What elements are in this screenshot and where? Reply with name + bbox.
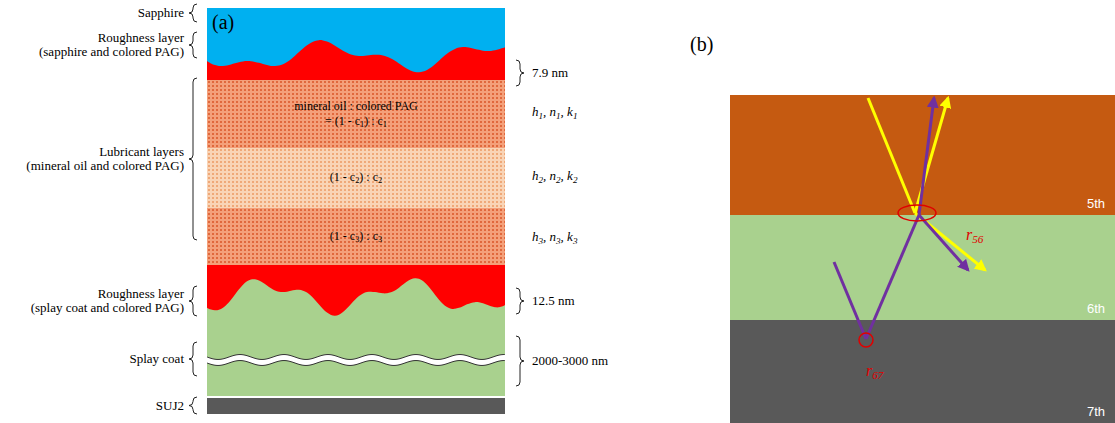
layer-name: SUJ2 xyxy=(156,399,184,413)
layer-name: Splay coat xyxy=(129,352,184,366)
layer-name: Sapphire xyxy=(138,6,184,20)
film-layer-band: 7th xyxy=(730,320,1115,423)
splay-coat-layer xyxy=(207,278,505,396)
bracket xyxy=(189,286,197,316)
light-ray xyxy=(915,213,985,270)
bracket xyxy=(189,342,197,376)
break-line xyxy=(207,361,505,366)
layer-parameters: h3, n3, k3 xyxy=(532,230,577,245)
thickness-dimension: 2000-3000 nm xyxy=(532,354,608,368)
thickness-dimension: 7.9 nm xyxy=(532,66,568,80)
mixing-ratio: mineral oil : colored PAG = (1 - c1) : c… xyxy=(294,99,418,129)
reflection-coefficient: r56 xyxy=(966,226,983,245)
panel-label: (b) xyxy=(690,33,713,55)
bracket xyxy=(516,336,524,386)
light-ray xyxy=(868,98,915,213)
reflection-point-marker xyxy=(859,333,873,347)
bracket xyxy=(516,288,524,314)
layer-name: Lubricant layers (mineral oil and colore… xyxy=(26,145,184,174)
break-line xyxy=(207,355,505,360)
panel-label: (a) xyxy=(212,11,234,33)
mixing-ratio: (1 - c2) : c2 xyxy=(330,170,382,185)
sapphire-layer xyxy=(207,8,505,72)
light-ray xyxy=(919,98,934,215)
lubricant-layer: (1 - c2) : c2 xyxy=(207,148,505,208)
break-gap xyxy=(207,355,505,366)
layer-name: Roughness layer (splay coat and colored … xyxy=(31,287,184,316)
layer-parameters: h2, n2, k2 xyxy=(532,169,577,184)
layer-number: 7th xyxy=(1087,404,1105,419)
layer-parameters: h1, n1, k1 xyxy=(532,105,577,120)
layer-number: 6th xyxy=(1087,301,1105,316)
light-ray xyxy=(834,262,866,339)
layer-name: Roughness layer (sapphire and colored PA… xyxy=(39,31,184,60)
mixing-ratio: (1 - c3) : c3 xyxy=(330,229,382,244)
reflection-coefficient: r67 xyxy=(866,362,883,381)
bracket xyxy=(189,4,197,22)
bracket xyxy=(189,397,197,414)
substrate-layer xyxy=(207,398,505,414)
bracket xyxy=(189,32,197,58)
film-layer-band: 6th xyxy=(730,215,1115,320)
lubricant-layer: mineral oil : colored PAG = (1 - c1) : c… xyxy=(207,80,505,148)
light-ray xyxy=(866,215,919,339)
light-ray xyxy=(919,215,968,270)
thickness-dimension: 12.5 nm xyxy=(532,294,575,308)
reflection-point-marker xyxy=(898,205,936,221)
bracket xyxy=(516,60,524,86)
layer-number: 5th xyxy=(1087,196,1105,211)
bracket xyxy=(189,78,197,240)
lubricant-layer: (1 - c3) : c3 xyxy=(207,208,505,265)
